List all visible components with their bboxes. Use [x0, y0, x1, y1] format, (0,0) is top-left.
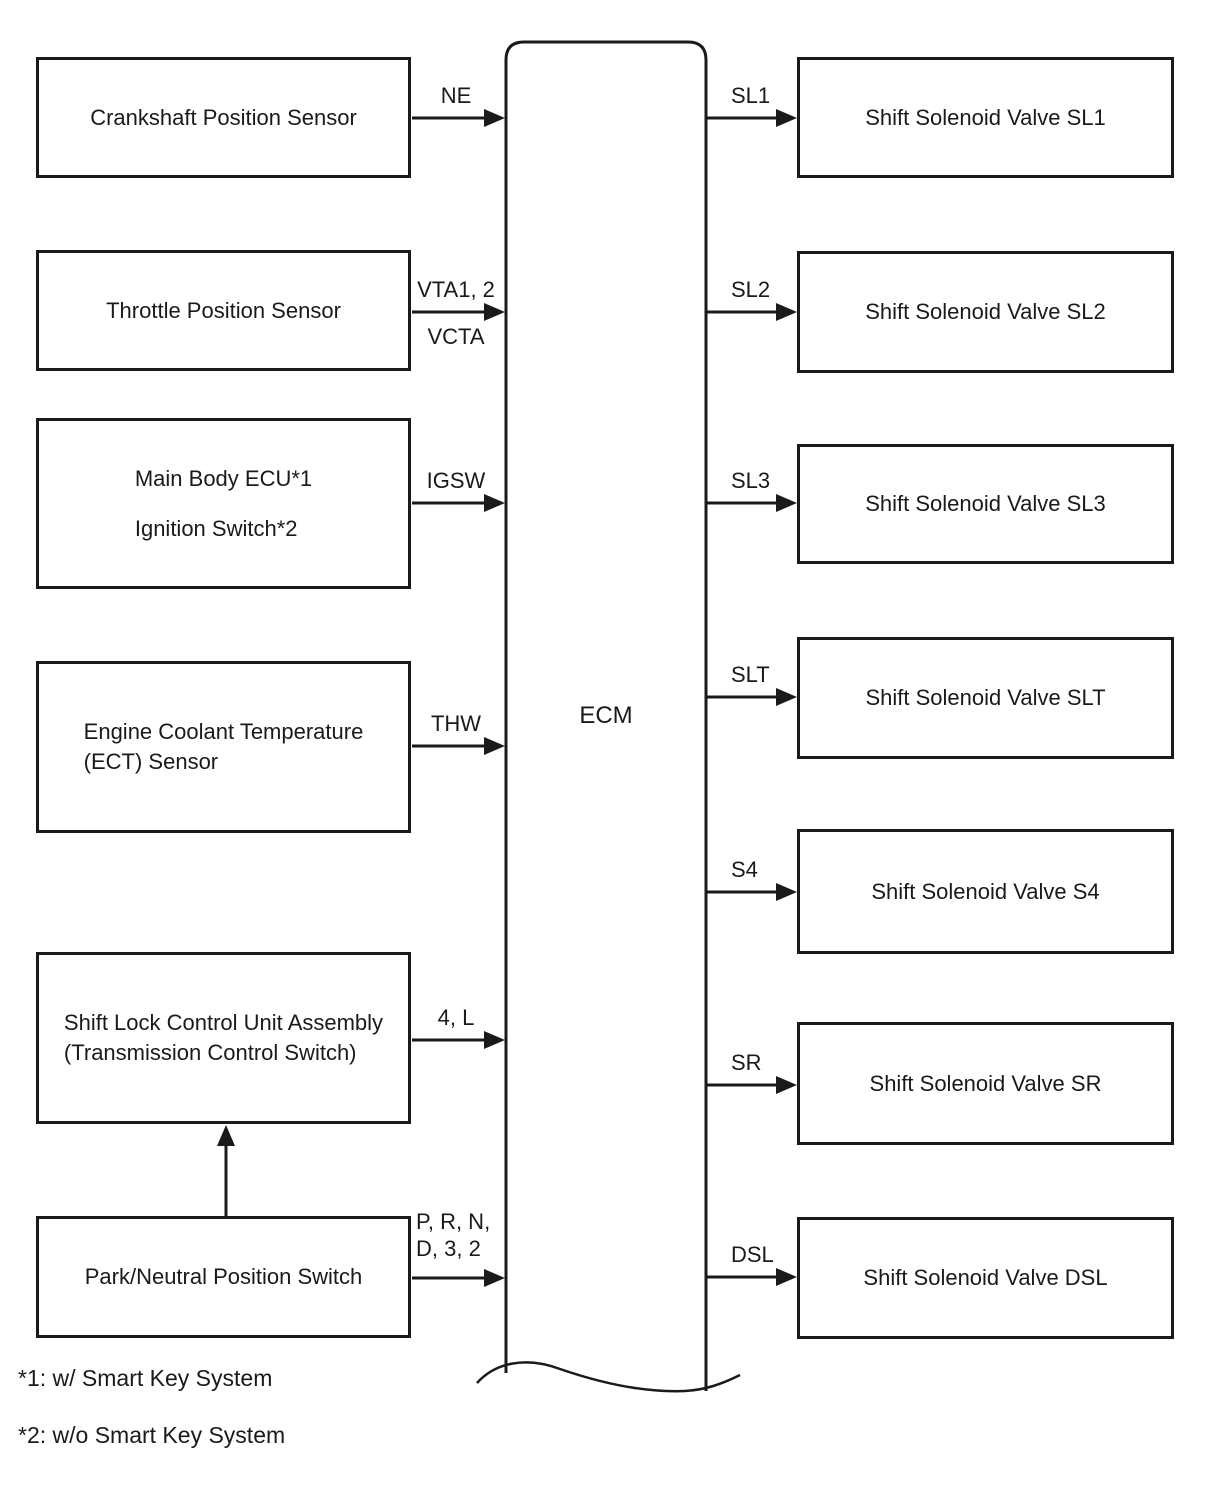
signal-label-slt: SLT	[731, 662, 770, 687]
box-shift-lock-control-unit: Shift Lock Control Unit Assembly (Transm…	[36, 952, 411, 1124]
ecm-tear-wave	[476, 1361, 741, 1393]
box-shift-solenoid-valve-dsl: Shift Solenoid Valve DSL	[797, 1217, 1174, 1339]
box-label: Shift Solenoid Valve SL2	[865, 299, 1106, 324]
box-label: Shift Solenoid Valve SLT	[865, 685, 1106, 710]
box-label: Crankshaft Position Sensor	[90, 104, 357, 130]
signal-label-igsw: IGSW	[426, 468, 486, 493]
signal-label-s4: S4	[731, 857, 758, 882]
box-label-line1: Main Body ECU*1	[134, 465, 313, 491]
signal-label-4l: 4, L	[437, 1005, 475, 1030]
box-label-line1: Shift Lock Control Unit Assembly	[63, 1010, 384, 1035]
box-main-body-ecu-ignition-switch: Main Body ECU*1 Ignition Switch*2	[36, 418, 411, 589]
ecm-box-label: ECM	[579, 702, 633, 729]
box-crankshaft-position-sensor: Crankshaft Position Sensor	[36, 57, 411, 178]
box-label: Shift Solenoid Valve SR	[869, 1070, 1102, 1096]
box-label: Park/Neutral Position Switch	[84, 1264, 363, 1289]
ecm-tube	[504, 40, 708, 1391]
box-shift-solenoid-valve-sl1: Shift Solenoid Valve SL1	[797, 57, 1174, 178]
box-label-line1: Engine Coolant Temperature	[83, 719, 364, 744]
box-shift-solenoid-valve-sl3: Shift Solenoid Valve SL3	[797, 444, 1174, 564]
box-label: Shift Solenoid Valve SL1	[865, 104, 1106, 130]
box-label-line2: Ignition Switch*2	[134, 515, 298, 541]
signal-label-ne: NE	[440, 83, 472, 108]
signal-label-sl2: SL2	[731, 277, 771, 302]
signal-label-thw: THW	[430, 711, 482, 736]
footnote-smart-key-without: *2: w/o Smart Key System	[18, 1422, 286, 1448]
signal-label-vcta: VCTA	[427, 324, 485, 349]
box-label: Shift Solenoid Valve DSL	[863, 1265, 1108, 1290]
signal-label-prnd32: P, R, N, D, 3, 2	[416, 1209, 491, 1261]
footnote-smart-key-with: *1: w/ Smart Key System	[18, 1365, 273, 1391]
box-label-line2: (ECT) Sensor	[83, 749, 219, 774]
box-throttle-position-sensor: Throttle Position Sensor	[36, 250, 411, 371]
park-neutral-to-shift-lock-arrow	[217, 1125, 235, 1216]
box-shift-solenoid-valve-sr: Shift Solenoid Valve SR	[797, 1022, 1174, 1145]
input-arrows	[412, 109, 505, 1287]
signal-label-sr: SR	[731, 1050, 762, 1075]
signal-label-dsl: DSL	[731, 1242, 774, 1267]
output-arrows	[707, 109, 797, 1286]
box-label: Shift Solenoid Valve SL3	[865, 491, 1106, 516]
box-label: Shift Solenoid Valve S4	[871, 878, 1100, 904]
box-engine-coolant-temperature-sensor: Engine Coolant Temperature (ECT) Sensor	[36, 661, 411, 833]
box-shift-solenoid-valve-sl2: Shift Solenoid Valve SL2	[797, 251, 1174, 373]
box-label-line2: (Transmission Control Switch)	[63, 1040, 357, 1065]
box-park-neutral-position-switch: Park/Neutral Position Switch	[36, 1216, 411, 1338]
box-shift-solenoid-valve-s4: Shift Solenoid Valve S4	[797, 829, 1174, 954]
box-shift-solenoid-valve-slt: Shift Solenoid Valve SLT	[797, 637, 1174, 759]
signal-label-sl3: SL3	[731, 468, 771, 493]
box-label: Throttle Position Sensor	[106, 297, 341, 323]
signal-label-sl1: SL1	[731, 83, 771, 108]
signal-label-vta: VTA1, 2	[417, 277, 495, 302]
